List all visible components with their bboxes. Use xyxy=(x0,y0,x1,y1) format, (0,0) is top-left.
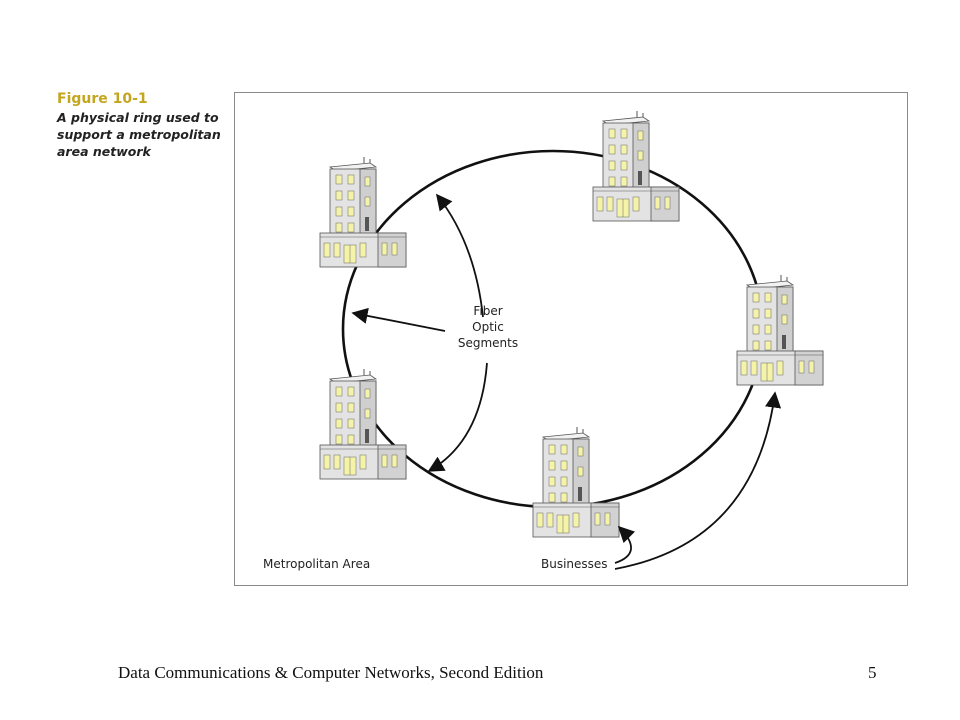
fiber-label-line: Segments xyxy=(457,336,519,350)
fiber-arrow-middle xyxy=(351,307,446,332)
caption-line: support a metropolitan xyxy=(57,127,221,142)
fiber-label-line: Fiber xyxy=(473,304,503,318)
fiber-optic-label: Fiber Optic Segments xyxy=(447,303,529,351)
fiber-label-line: Optic xyxy=(472,320,504,334)
caption-line: area network xyxy=(57,144,151,159)
building-icon xyxy=(532,426,620,538)
metropolitan-area-label: Metropolitan Area xyxy=(263,557,371,571)
businesses-label: Businesses xyxy=(541,557,608,571)
fiber-arrow-lower xyxy=(427,362,488,472)
footer-title: Data Communications & Computer Networks,… xyxy=(118,663,544,682)
caption-line: A physical ring used to xyxy=(57,110,219,125)
figure-caption: Figure 10-1 A physical ring used to supp… xyxy=(57,91,237,160)
building-icon xyxy=(736,274,824,386)
figure-frame: Fiber Optic Segments Metropolitan Area B… xyxy=(234,92,908,586)
business-arrow-near xyxy=(614,525,636,564)
building-icon xyxy=(319,368,407,480)
figure-number: Figure 10-1 xyxy=(57,91,148,107)
page-number: 5 xyxy=(868,663,877,682)
ring-diagram xyxy=(319,110,824,570)
fiber-arrow-upper xyxy=(435,193,484,318)
figure-description: A physical ring used to support a metrop… xyxy=(57,109,237,160)
building-icon xyxy=(592,110,680,222)
business-arrow-far xyxy=(614,391,782,570)
